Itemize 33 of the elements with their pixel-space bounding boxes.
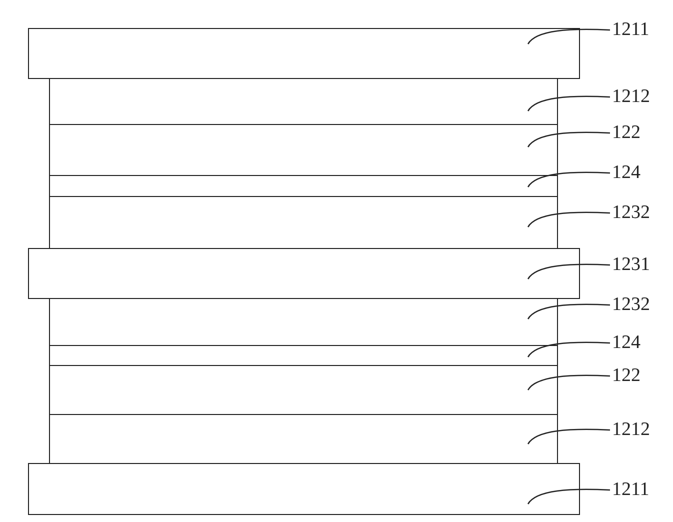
layer: [49, 196, 558, 249]
layer: [49, 414, 558, 464]
layer: [49, 298, 558, 346]
layer: [49, 345, 558, 366]
part-number: 1211: [612, 20, 650, 40]
leader-line: [527, 132, 610, 148]
layer: [28, 248, 580, 299]
layer: [49, 365, 558, 415]
part-number: 1231: [612, 255, 650, 275]
leader-line: [527, 212, 610, 228]
part-number: 1232: [612, 203, 650, 223]
layer: [49, 124, 558, 176]
layer: [28, 463, 580, 515]
leader-line: [527, 28, 610, 44]
leader-line: [527, 428, 610, 444]
leader-line: [527, 488, 610, 504]
leader-line: [527, 374, 610, 390]
leader-line: [527, 304, 610, 320]
part-number: 124: [612, 333, 640, 353]
part-number: 1212: [612, 87, 650, 107]
leader-line: [527, 342, 610, 358]
part-number: 122: [612, 366, 640, 386]
part-number: 124: [612, 163, 640, 183]
part-number: 122: [612, 123, 640, 143]
part-number: 1211: [612, 480, 650, 500]
layer: [49, 78, 558, 125]
leader-line: [527, 96, 610, 112]
part-number: 1212: [612, 420, 650, 440]
part-number: 1232: [612, 295, 650, 315]
layer: [49, 175, 558, 197]
layer: [28, 28, 580, 79]
leader-line: [527, 264, 610, 280]
leader-line: [527, 172, 610, 188]
